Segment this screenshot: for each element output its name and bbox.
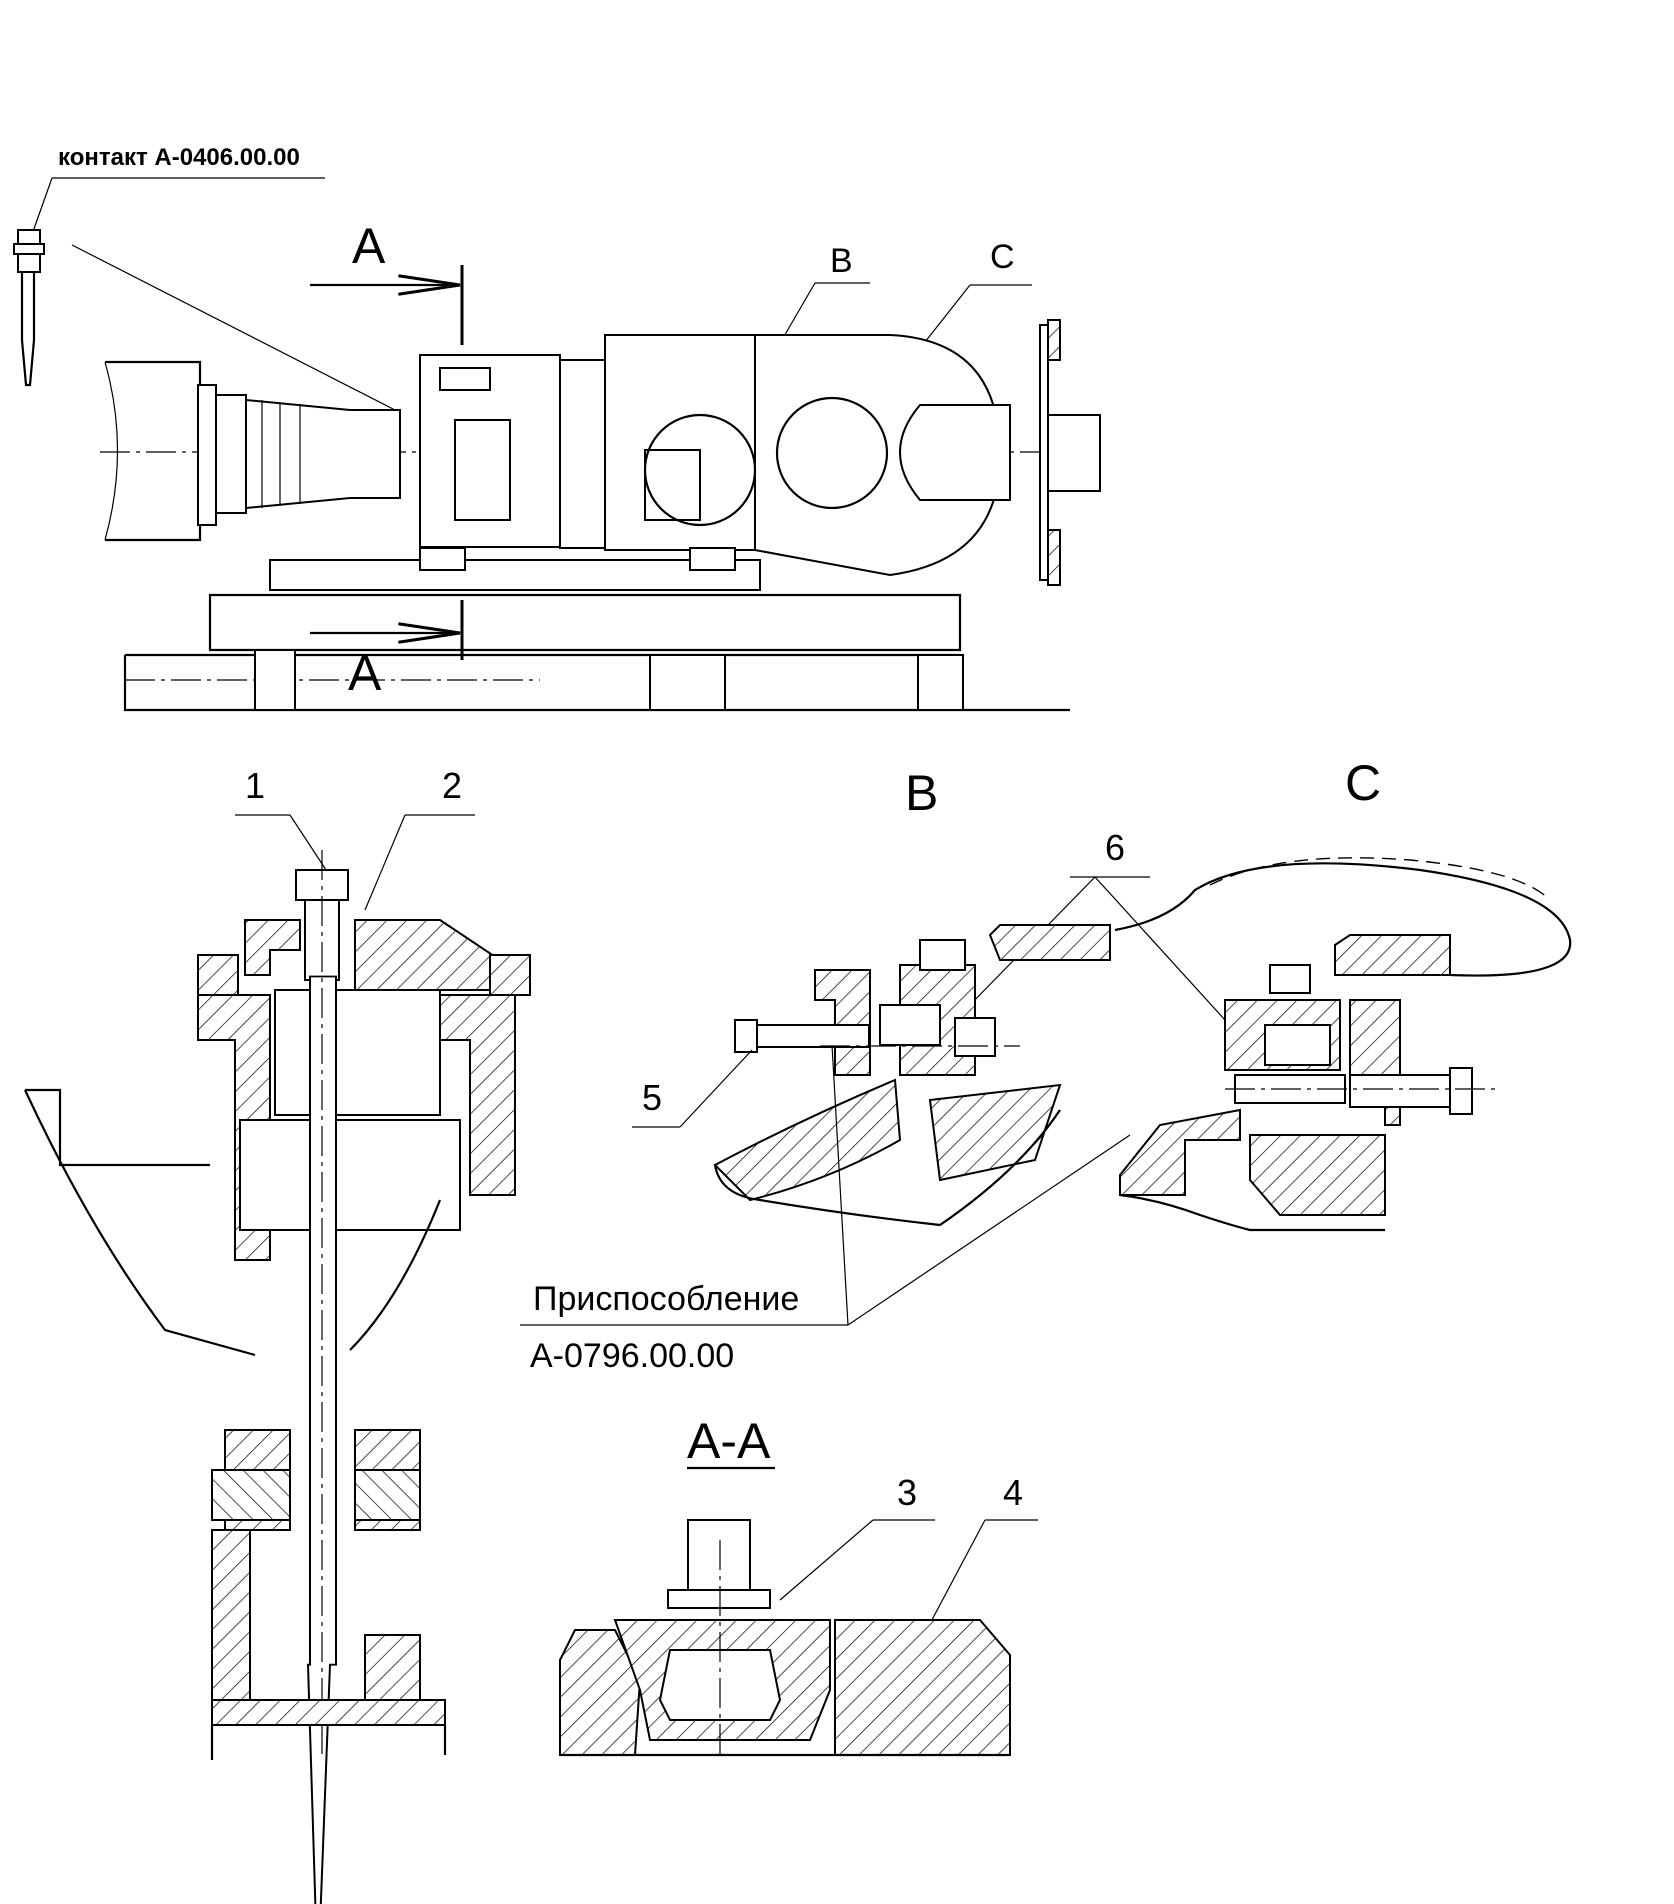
callout-2: 2	[442, 765, 462, 806]
callout-4: 4	[1003, 1472, 1023, 1513]
view-b-title: В	[905, 765, 938, 821]
callout-1: 1	[245, 765, 265, 806]
section-aa: А-А 3 4	[559, 1413, 1038, 1760]
section-a-bottom-label: А	[348, 645, 382, 701]
callout-3: 3	[897, 1472, 917, 1513]
section-aa-title: А-А	[687, 1413, 771, 1469]
contact-pin-icon	[13, 229, 45, 387]
view-b-marker: В	[830, 242, 853, 280]
view-b: В 6 5	[632, 765, 1226, 1227]
callout-5: 5	[642, 1077, 662, 1118]
section-a-detail: 1 2	[24, 765, 531, 1904]
view-c-marker: С	[990, 238, 1015, 276]
fixture-callout: Приспособление А-0796.00.00	[520, 1044, 1131, 1375]
view-c-title: С	[1345, 755, 1381, 811]
section-a-top-label: А	[352, 218, 386, 274]
general-view: контакт А-0406.00.00 А А В С	[13, 144, 1101, 712]
fixture-name: Приспособление	[533, 1280, 799, 1318]
callout-6: 6	[1105, 827, 1125, 868]
contact-label: контакт А-0406.00.00	[58, 144, 300, 171]
fixture-code: А-0796.00.00	[530, 1337, 734, 1375]
view-c: С	[1114, 755, 1572, 1232]
